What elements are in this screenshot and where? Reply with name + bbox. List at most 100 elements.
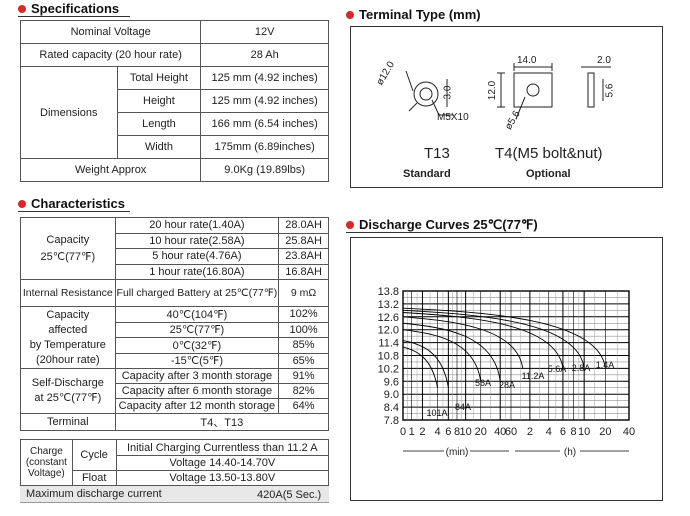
bullet-icon: [346, 10, 354, 19]
h-label-bg: [560, 444, 580, 456]
series-label: 11.2A: [522, 371, 545, 381]
t13-bolt-leader: [431, 99, 453, 116]
temp-value: 102%: [278, 306, 329, 323]
specifications-header: Specifications: [18, 1, 119, 16]
discharge-curve: [402, 307, 606, 369]
min-label-bg: [444, 444, 470, 456]
terminal-drawings: [405, 63, 611, 120]
capacity-label-cell: Capacity 25℃(77℉): [20, 217, 116, 280]
t4-width: 14.0: [517, 55, 537, 66]
bullet-icon: [18, 4, 26, 13]
discharge-curves-header: Discharge Curves 25℃(77℉): [346, 217, 538, 233]
x-tick-label: 0: [400, 426, 406, 438]
sd-value: 91%: [278, 368, 329, 384]
dim-value: 175mm (6.89inches): [200, 135, 329, 159]
t13-diam-leader: [405, 70, 414, 92]
internal-resistance-value: 9 mΩ: [278, 279, 329, 307]
x-axis-unit-min: (min): [446, 447, 469, 458]
x-tick-label: 40: [494, 426, 506, 438]
y-tick-label: 8.4: [384, 402, 399, 414]
t4-height: 12.0: [487, 80, 499, 101]
weight-value: 9.0Kg (19.89lbs): [200, 158, 329, 182]
discharge-curve: [402, 340, 449, 388]
t4-hole: [526, 83, 540, 97]
nominal-voltage-value: 12V: [200, 20, 329, 44]
rated-capacity-label: Rated capacity (20 hour rate): [19, 43, 202, 67]
float-voltage: Voltage 13.50-13.80V: [115, 470, 330, 486]
temp-condition: 25℃(77℉): [114, 321, 280, 338]
terminal-label: Terminal: [20, 413, 116, 431]
temp-value: 100%: [278, 321, 329, 338]
capacity-rate: 1 hour rate(16.80A): [114, 263, 280, 280]
y-tick-label: 7.8: [384, 415, 399, 427]
cycle-label: Cycle: [71, 439, 117, 471]
temp-condition: 40℃(104℉): [114, 306, 280, 323]
terminal-value: T4、T13: [114, 413, 330, 431]
sd-condition: Capacity after 12 month storage: [114, 398, 280, 414]
dim-label: Length: [116, 112, 202, 136]
series-label: 101A: [426, 408, 447, 418]
y-tick-label: 13.8: [378, 286, 399, 298]
capacity-ah: 28.0AH: [278, 217, 329, 234]
header-underline: [346, 232, 521, 233]
dimensions-label: Dimensions: [20, 66, 118, 159]
series-label: 84A: [455, 402, 471, 412]
y-tick-label: 12.0: [378, 325, 399, 337]
x-tick-label: 10: [460, 426, 472, 438]
discharge-curve: [402, 312, 564, 369]
capacity-temp: 25℃(77℉): [40, 251, 96, 263]
t13-bolt: M5X10: [437, 112, 469, 123]
t4-name: T4(M5 bolt&nut): [495, 145, 603, 162]
capacity-rate: 10 hour rate(2.58A): [114, 232, 280, 249]
discharge-curve: [402, 322, 501, 382]
internal-resistance-condition: Full charged Battery at 25℃(77℉): [114, 279, 280, 307]
sd-value: 64%: [278, 398, 329, 414]
dim-value: 166 mm (6.54 inches): [200, 112, 329, 136]
capacity-label: Capacity: [46, 234, 90, 246]
max-discharge-row: Maximum discharge current 420A(5 Sec.): [20, 486, 329, 503]
bullet-icon: [18, 199, 26, 208]
series-label: 56A: [475, 378, 491, 388]
discharge-chart: 13.813.212.612.011.410.810.29.69.08.47.8…: [378, 286, 636, 458]
t13-caption: Standard: [403, 168, 451, 180]
discharge-curve: [402, 346, 439, 388]
sd-label-line: at 25℃(77℉): [34, 392, 102, 404]
max-discharge-value: 420A(5 Sec.): [257, 489, 322, 501]
series-label: 1.4A: [596, 360, 615, 370]
sd-value: 82%: [278, 383, 329, 399]
dim-label: Total Height: [116, 66, 202, 90]
x-tick-label: 1: [409, 426, 415, 438]
series-label: 5.6A: [548, 364, 567, 374]
x-tick-label: 2: [419, 426, 425, 438]
x-axis-unit-h: (h): [564, 447, 576, 458]
x-tick-label: 20: [475, 426, 487, 438]
temp-value: 65%: [278, 352, 329, 369]
rated-capacity-value: 28 Ah: [200, 43, 329, 67]
temp-condition: -15℃(5℉): [114, 352, 280, 369]
temp-label-line: (20hour rate): [36, 353, 100, 366]
dim-label: Width: [116, 135, 202, 159]
t13-name: T13: [424, 145, 450, 162]
t13-outer-circle: [413, 81, 439, 107]
y-tick-label: 9.6: [384, 376, 399, 388]
x-tick-label: 8: [570, 426, 576, 438]
x-tick-label: 40: [623, 426, 635, 438]
header-underline: [18, 211, 130, 212]
cycle-current: Initial Charging Currentless than 11.2 A: [115, 439, 330, 456]
temp-label-line: by Temperature: [29, 338, 106, 351]
x-tick-label: 6: [560, 426, 566, 438]
x-tick-label: 60: [505, 426, 517, 438]
t4-side-height: 5.6: [604, 83, 616, 98]
characteristics-header: Characteristics: [18, 196, 125, 211]
dim-label: Height: [116, 89, 202, 113]
t13-leader: [408, 102, 418, 112]
y-tick-label: 10.2: [378, 363, 399, 375]
x-tick-label: 10: [578, 426, 590, 438]
cycle-voltage: Voltage 14.40-14.70V: [115, 455, 330, 471]
